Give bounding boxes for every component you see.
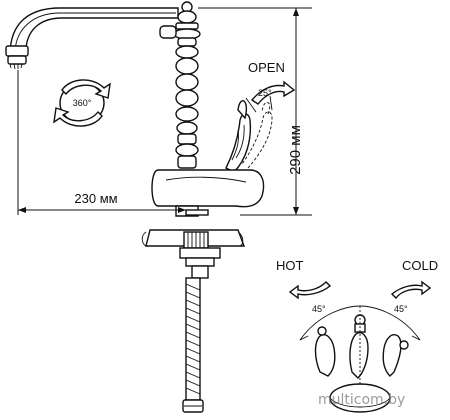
open-arc-arrow	[245, 80, 296, 113]
reach-label: 230 мм	[74, 191, 117, 206]
height-dimension	[198, 7, 312, 216]
handle-positions	[299, 305, 421, 413]
cold-label: COLD	[402, 258, 438, 273]
hot-arrow	[288, 281, 332, 300]
hot-label: HOT	[276, 258, 304, 273]
aerator-top	[5, 45, 29, 57]
reach-dimension	[17, 70, 186, 215]
rotation-label: 360°	[73, 98, 92, 108]
logo-plate	[185, 209, 209, 216]
height-label: 290 мм	[287, 125, 304, 175]
rotation-icon	[53, 79, 111, 127]
lever-handle	[225, 100, 273, 173]
column-body	[175, 37, 199, 169]
watermark: multicom.by	[318, 392, 405, 408]
column-finial	[159, 1, 201, 40]
aerator-bottom	[7, 55, 27, 65]
base	[141, 229, 246, 279]
open-label: OPEN	[248, 60, 285, 75]
mixer-body	[151, 169, 265, 217]
cold-arrow	[390, 280, 432, 300]
spout	[5, 7, 179, 70]
open-angle-label: 25°	[258, 88, 272, 98]
hose	[182, 277, 204, 413]
hot-angle-label: 45°	[312, 304, 326, 314]
cold-angle-label: 45°	[394, 304, 408, 314]
